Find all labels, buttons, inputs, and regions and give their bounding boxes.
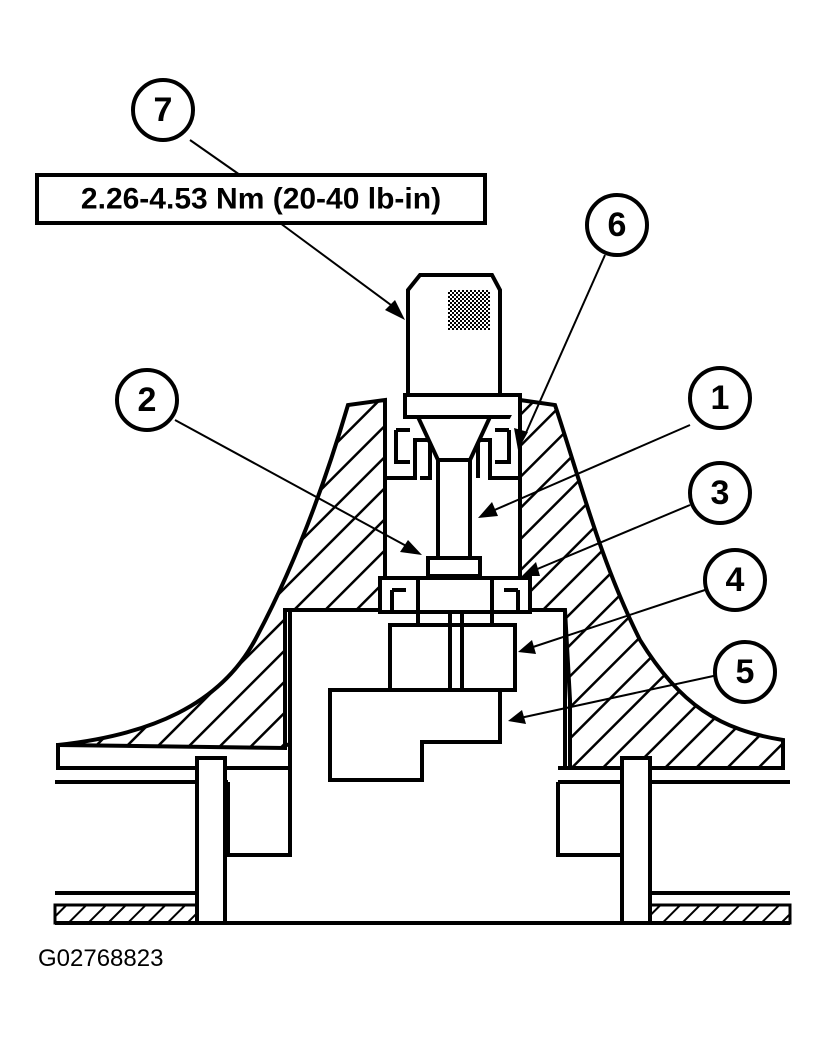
leader-lines <box>174 139 719 724</box>
lower-left-strip <box>53 903 199 925</box>
sensor-cap <box>403 273 522 419</box>
callout-3: 3 <box>688 461 752 525</box>
callout-2: 2 <box>115 368 179 432</box>
lower-right-strip <box>648 903 792 925</box>
svg-text:6: 6 <box>608 206 627 244</box>
callout-7: 7 <box>131 78 195 142</box>
callout-6: 6 <box>585 193 649 257</box>
callout-1: 1 <box>688 366 752 430</box>
callout-4: 4 <box>703 548 767 612</box>
housing <box>53 397 792 925</box>
svg-text:5: 5 <box>736 653 755 691</box>
figure-id: G02768823 <box>38 945 164 972</box>
housing-left-boss <box>57 397 393 751</box>
torque-spec-text: 2.26-4.53 Nm (20-40 lb-in) <box>81 183 441 216</box>
upper-seal <box>383 400 522 480</box>
sensor-nut <box>388 623 517 692</box>
svg-text:3: 3 <box>711 474 730 512</box>
housing-lines <box>55 610 790 925</box>
torque-spec-box: 2.26-4.53 Nm (20-40 lb-in) <box>35 173 487 225</box>
sensor-base <box>328 688 502 782</box>
svg-text:4: 4 <box>726 561 745 599</box>
svg-text:1: 1 <box>711 379 730 417</box>
svg-text:2: 2 <box>138 381 157 419</box>
callout-5: 5 <box>713 640 777 704</box>
svg-text:7: 7 <box>154 91 173 129</box>
housing-right-boss <box>518 397 785 770</box>
lower-retainer <box>378 576 532 625</box>
